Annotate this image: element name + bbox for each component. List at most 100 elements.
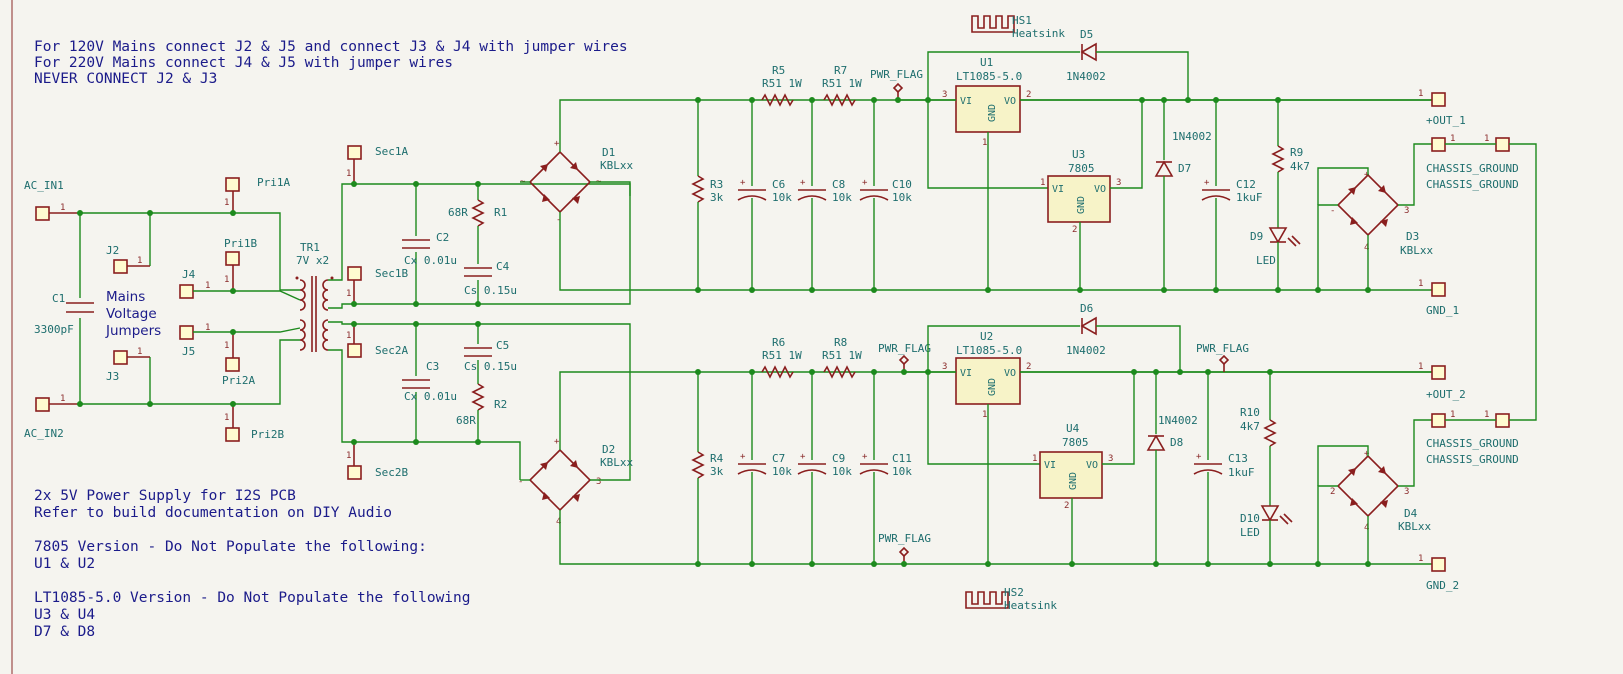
pwr-flag-label: PWR_FLAG	[870, 68, 923, 81]
c13-ref: C13	[1228, 452, 1248, 465]
r8-ref: R8	[834, 336, 847, 349]
ac-in2-label: AC_IN2	[24, 427, 64, 440]
c7-ref: C7	[772, 452, 785, 465]
ac-in1-label: AC_IN1	[24, 179, 64, 192]
svg-text:4: 4	[1364, 523, 1369, 533]
svg-text:3: 3	[1404, 206, 1409, 216]
svg-text:1: 1	[224, 341, 229, 351]
d4-value: KBLxx	[1398, 520, 1431, 533]
u2-regulator-chip	[955, 357, 1021, 405]
r1-symbol	[471, 199, 485, 227]
c12-ref: C12	[1236, 178, 1256, 191]
svg-text:+: +	[554, 437, 560, 447]
sec1a-connector[interactable]	[347, 145, 362, 160]
tr1-ref: TR1	[300, 241, 320, 254]
j3-label: J3	[106, 370, 119, 383]
svg-text:1: 1	[205, 323, 210, 333]
out2-connector[interactable]	[1431, 365, 1446, 380]
pri2a-label: Pri2A	[222, 374, 255, 387]
r4-ref: R4	[710, 452, 724, 465]
secondary-section: Sec1A 1 Sec1B 1 Sec2A 1 Sec2B 1 C2 Cx 0.…	[328, 145, 631, 481]
svg-text:3: 3	[1108, 454, 1113, 464]
out1-connector[interactable]	[1431, 92, 1446, 107]
j5-connector[interactable]	[179, 325, 194, 340]
svg-text:3: 3	[596, 477, 601, 487]
c13-value: 1kuF	[1228, 466, 1255, 479]
c5-ref: C5	[496, 339, 509, 352]
j5-label: J5	[182, 345, 195, 358]
u1-vo-pin: VO	[1004, 96, 1016, 107]
u1-value: LT1085-5.0	[956, 70, 1022, 83]
note-line: LT1085-5.0 Version - Do Not Populate the…	[34, 590, 471, 606]
d6-ref: D6	[1080, 302, 1093, 315]
chassis-ground-connector[interactable]	[1495, 137, 1510, 152]
c2-ref: C2	[436, 231, 449, 244]
svg-text:1: 1	[224, 275, 229, 285]
sec2a-connector[interactable]	[347, 343, 362, 358]
chassis-ground-connector[interactable]	[1431, 413, 1446, 428]
c5-value: Cs 0.15u	[464, 360, 517, 373]
note-line: NEVER CONNECT J2 & J3	[34, 71, 217, 87]
c4-ref: C4	[496, 260, 510, 273]
note-line: U3 & U4	[34, 607, 95, 623]
svg-text:2: 2	[1330, 487, 1335, 497]
regulator-channel-1: HS1 Heatsink D5 1N4002 U1 LT1085-5.0 VI …	[898, 14, 1440, 293]
svg-text:1: 1	[224, 413, 229, 423]
gnd1-connector[interactable]	[1431, 282, 1446, 297]
svg-text:1: 1	[346, 289, 351, 299]
d2-ref: D2	[602, 443, 615, 456]
d7-value: 1N4002	[1172, 130, 1212, 143]
c9-value: 10k	[832, 465, 852, 478]
d9-value: LED	[1256, 254, 1276, 267]
pri2b-connector[interactable]	[225, 427, 240, 442]
pri1a-connector[interactable]	[225, 177, 240, 192]
u4-ref: U4	[1066, 422, 1080, 435]
gnd2-connector[interactable]	[1431, 557, 1446, 572]
c10-ref: C10	[892, 178, 912, 191]
r1-value: 68R	[448, 206, 468, 219]
c4-value: Cs 0.15u	[464, 284, 517, 297]
d5-value: 1N4002	[1066, 70, 1106, 83]
ac-in2-connector[interactable]	[35, 397, 50, 412]
svg-text:-: -	[1330, 206, 1335, 216]
c11-value: 10k	[892, 465, 912, 478]
u4-vo-pin: VO	[1086, 460, 1098, 471]
pri1b-connector[interactable]	[225, 251, 240, 266]
u2-gnd-pin: GND	[987, 378, 998, 396]
svg-text:1: 1	[346, 331, 351, 341]
d1-ref: D1	[602, 146, 615, 159]
svg-text:1: 1	[60, 203, 65, 213]
svg-text:+: +	[740, 178, 746, 188]
j3-connector[interactable]	[113, 350, 128, 365]
svg-text:1: 1	[137, 347, 142, 357]
pri2a-connector[interactable]	[225, 357, 240, 372]
pri1b-label: Pri1B	[224, 237, 257, 250]
mains-input-section: AC_IN1 1 AC_IN2 1 C1 3300pF Mains Voltag…	[24, 176, 301, 442]
u4-vi-pin: VI	[1044, 460, 1056, 471]
r10-value: 4k7	[1240, 420, 1260, 433]
c10-value: 10k	[892, 191, 912, 204]
j4-connector[interactable]	[179, 284, 194, 299]
r5-ref: R5	[772, 64, 785, 77]
note-line: D7 & D8	[34, 624, 95, 640]
u2-ref: U2	[980, 330, 993, 343]
u3-vi-pin: VI	[1052, 184, 1064, 195]
chassis-ground-connector[interactable]	[1431, 137, 1446, 152]
ac-in1-connector[interactable]	[35, 206, 50, 221]
sec2b-connector[interactable]	[347, 465, 362, 480]
sec1b-connector[interactable]	[347, 266, 362, 281]
c1-value: 3300pF	[34, 323, 74, 336]
c6-ref: C6	[772, 178, 785, 191]
filter-channel-2: R4 3k + C7 10k R6 R51 1W + C9 10k R8 R51…	[691, 336, 931, 567]
chassis-ground-connector[interactable]	[1495, 413, 1510, 428]
mains-notes: For 120V Mains connect J2 & J5 and conne…	[34, 39, 628, 87]
d3-ref: D3	[1406, 230, 1419, 243]
j2-connector[interactable]	[113, 259, 128, 274]
mains-label-line: Voltage	[106, 306, 157, 322]
d10-ref: D10	[1240, 512, 1260, 525]
u2-vo-pin: VO	[1004, 368, 1016, 379]
svg-text:1: 1	[1040, 178, 1045, 188]
u3-ref: U3	[1072, 148, 1085, 161]
j4-label: J4	[182, 268, 196, 281]
svg-text:4: 4	[556, 517, 561, 527]
